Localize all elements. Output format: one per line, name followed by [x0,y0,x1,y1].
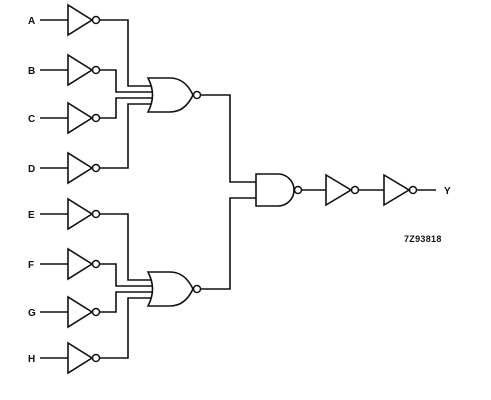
nor-to-nand-wires [201,94,256,290]
inverter-f [67,247,101,281]
top-group-wires [100,19,152,169]
input-label-h: H [28,354,35,365]
input-lead-wires [40,19,68,359]
inverter-e [67,197,101,231]
inverter-d [67,151,101,185]
nor-gate-bottom [146,271,202,307]
output-label-y: Y [444,186,451,197]
nor-gate-top [146,77,202,113]
input-label-a: A [28,16,35,27]
input-label-e: E [28,210,35,221]
inverter-b [67,53,101,87]
input-label-f: F [28,260,34,271]
inverter-a [67,3,101,37]
inverter-c [67,101,101,135]
nand-gate [255,173,303,207]
figure-code: 7Z93818 [404,234,442,244]
input-label-g: G [28,308,36,319]
input-label-d: D [28,164,35,175]
inverter-h [67,341,101,375]
inverter-g [67,295,101,329]
bottom-group-wires [100,213,152,359]
input-label-c: C [28,114,35,125]
output-inverter-1 [325,173,360,207]
output-inverter-2 [383,173,418,207]
input-label-b: B [28,66,35,77]
